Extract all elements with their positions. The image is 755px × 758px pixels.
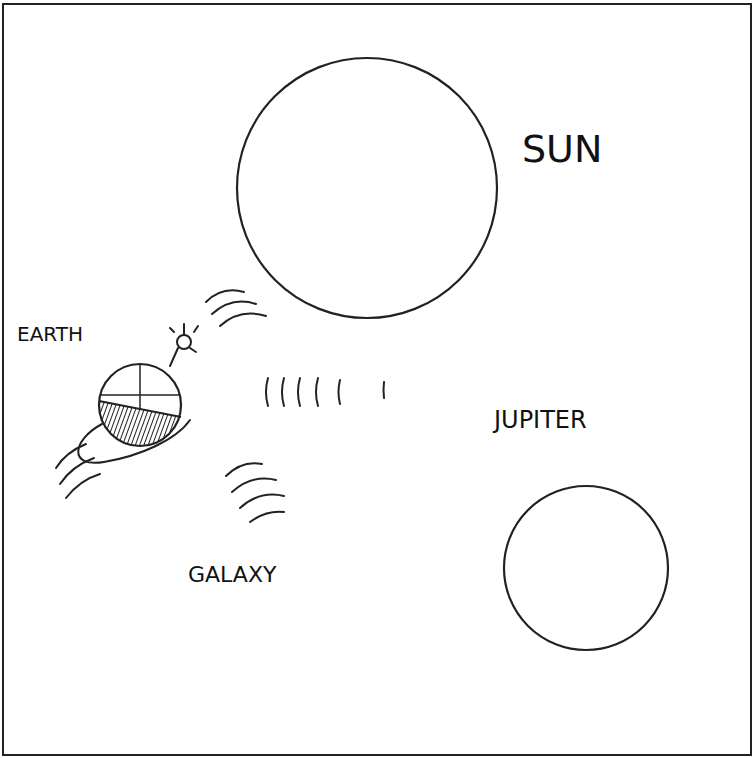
satellite-antenna xyxy=(170,324,198,366)
planet-outline xyxy=(97,362,183,448)
sun-noise-waves xyxy=(206,290,384,406)
sun-circle: SUN xyxy=(235,56,499,320)
earth-circle: EARTH xyxy=(97,362,183,448)
jupiter-circle: JUPITER xyxy=(502,484,670,652)
planet-name: JUPITER xyxy=(494,408,587,432)
source-label: GALAXY xyxy=(188,564,276,586)
planet-outline xyxy=(502,484,670,652)
planet-name: EARTH xyxy=(17,324,83,344)
frame xyxy=(3,4,751,755)
planet-outline xyxy=(235,56,499,320)
planet-name: SUN xyxy=(522,130,602,168)
galaxy-noise-waves xyxy=(226,463,284,522)
